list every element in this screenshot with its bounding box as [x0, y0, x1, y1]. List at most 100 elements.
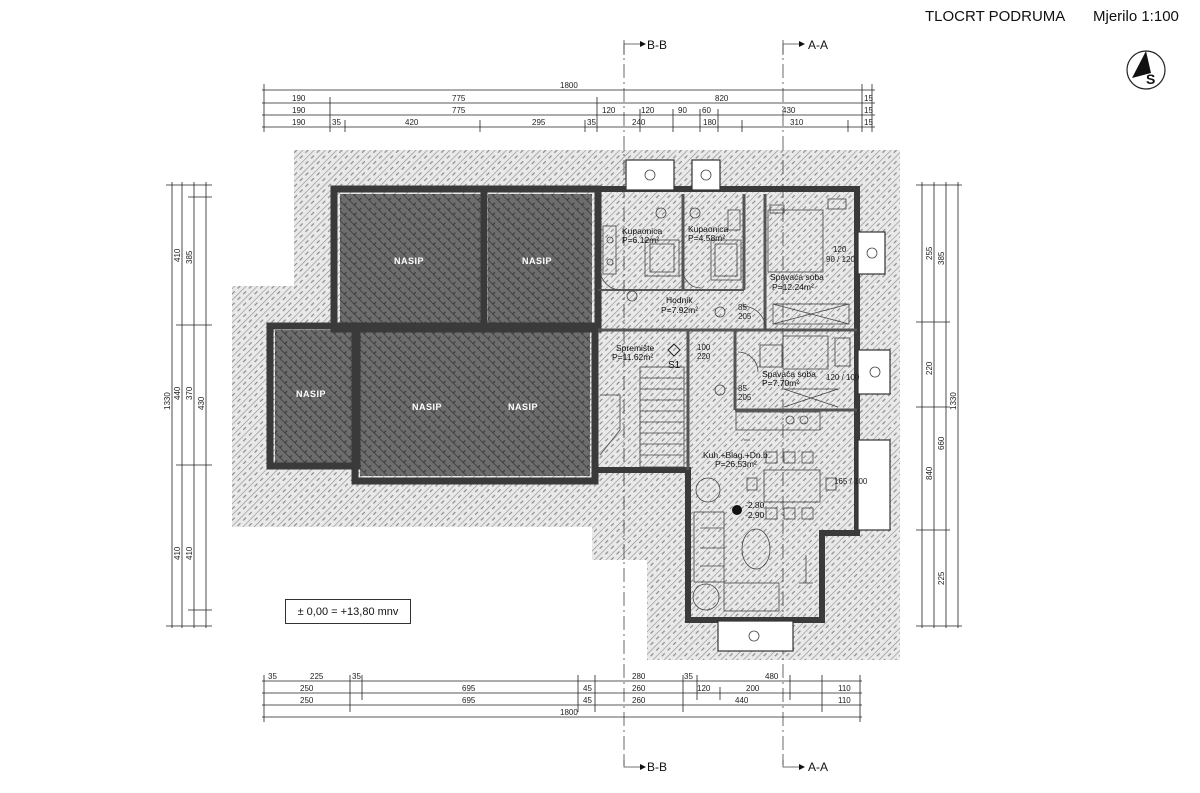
room-kupaonica-2-name: Kupaonica	[688, 224, 728, 234]
dim-left-c2-3: 410	[173, 546, 182, 560]
dim-bot-r2-1: 250	[300, 684, 314, 693]
room-kupaonica-1-area: P=6.12m²	[622, 235, 659, 245]
dim-top-r4-7: 180	[703, 118, 717, 127]
section-lines	[623, 40, 805, 770]
dim-right-c3-1: 385	[937, 251, 946, 265]
dim-top-r3-5: 90	[678, 106, 687, 115]
dim-right-c2-2: 220	[925, 361, 934, 375]
door-dim-2: 220	[697, 352, 711, 361]
bottom-dimensions	[262, 675, 862, 722]
top-dimensions	[262, 84, 875, 132]
door-dim-6: 205	[738, 393, 752, 402]
level-a: -2.80	[745, 500, 765, 510]
dim-top-r4-3: 420	[405, 118, 419, 127]
door-dim-1: 100	[697, 343, 711, 352]
room-hodnik-name: Hodnik	[666, 295, 693, 305]
dim-top-r4-8: 310	[790, 118, 804, 127]
door-dim-5: 85	[738, 384, 747, 393]
dim-top-r3-7: 430	[782, 106, 796, 115]
room-spavaca-2-area: P=7.70m²	[762, 378, 799, 388]
section-aa-top: A-A	[808, 38, 828, 52]
window-dim-4: 165 / 100	[834, 477, 868, 486]
dim-right-c3-3: 225	[937, 571, 946, 585]
dim-bot-r2-2: 695	[462, 684, 476, 693]
nasip-label-4: NASIP	[412, 402, 442, 412]
dim-top-r3-1: 190	[292, 106, 306, 115]
room-kuhinja-name: Kuh.+Blag.+Dn.b.	[703, 450, 770, 460]
room-kupaonica-1-name: Kupaonica	[622, 226, 662, 236]
nasip-label-3: NASIP	[296, 389, 326, 399]
dim-bot-r1-5: 35	[684, 672, 693, 681]
dim-bot-r3-4: 260	[632, 696, 646, 705]
elevation-reference: ± 0,00 = +13,80 mnv	[285, 599, 411, 624]
dim-bot-r1-3: 35	[352, 672, 361, 681]
dim-top-r2-2: 775	[452, 94, 466, 103]
dim-left-c3-1: 385	[185, 250, 194, 264]
dim-right-c3-2: 660	[937, 436, 946, 450]
room-hodnik-area: P=7.92m²	[661, 305, 698, 315]
dim-bot-r3-6: 110	[838, 696, 851, 705]
left-dimensions	[166, 182, 212, 628]
dim-top-r2-1: 190	[292, 94, 306, 103]
section-aa-bottom: A-A	[808, 760, 828, 774]
room-spavaca-2-name: Spavaća soba	[762, 369, 816, 379]
dim-bot-r3-1: 250	[300, 696, 314, 705]
dim-bot-r2-3: 45	[583, 684, 592, 693]
dim-right-total: 1330	[949, 392, 958, 410]
section-bb-bottom: B-B	[647, 760, 667, 774]
dim-bot-r3-5: 440	[735, 696, 749, 705]
dim-bot-r2-7: 110	[838, 684, 851, 693]
door-dim-4: 205	[738, 312, 752, 321]
dim-top-r3-3: 120	[602, 106, 616, 115]
plan-scale: Mjerilo 1:100	[1093, 8, 1179, 25]
room-spremiste-area: P=11.62m²	[612, 352, 653, 362]
nasip-label-2: NASIP	[522, 256, 552, 266]
svg-text:S: S	[1146, 71, 1155, 87]
dim-left-c3-3: 410	[185, 546, 194, 560]
dim-right-c2-3: 840	[925, 466, 934, 480]
dim-top-r3-8: 15	[864, 106, 873, 115]
room-spavaca-1-area: P=12.24m²	[772, 282, 814, 292]
room-kupaonica-2-area: P=4.58m²	[688, 233, 725, 243]
dim-bot-r1-6: 480	[765, 672, 779, 681]
plan-title: TLOCRT PODRUMA	[925, 8, 1065, 25]
dim-top-r4-6: 240	[632, 118, 646, 127]
dim-bot-r3-2: 695	[462, 696, 476, 705]
window-dim-2: 90 / 120	[826, 255, 855, 264]
window-dim-1: 120	[833, 245, 847, 254]
room-spremiste-name: Spremište	[616, 343, 655, 353]
dim-bot-r1-1: 35	[268, 672, 277, 681]
nasip-label-5: NASIP	[508, 402, 538, 412]
dim-top-r4-9: 15	[864, 118, 873, 127]
dim-top-r4-4: 295	[532, 118, 546, 127]
dim-top-r4-5: 35	[587, 118, 596, 127]
window-dim-3: 120 / 100	[826, 373, 860, 382]
room-kuhinja-area: P=26.53m²	[715, 459, 757, 469]
dim-bot-r1-4: 280	[632, 672, 646, 681]
dim-left-c4-1: 430	[197, 396, 206, 410]
north-arrow-icon: S	[1126, 50, 1166, 90]
dim-left-c3-2: 370	[185, 386, 194, 400]
dim-bot-r2-6: 200	[746, 684, 760, 693]
dim-top-r3-4: 120	[641, 106, 655, 115]
dim-bot-total: 1800	[560, 708, 578, 717]
dim-bot-r3-3: 45	[583, 696, 592, 705]
dim-left-total: 1330	[163, 392, 172, 410]
dim-top-r2-3: 820	[715, 94, 729, 103]
stair-label: S1	[668, 360, 681, 371]
dim-top-r3-2: 775	[452, 106, 466, 115]
dim-bot-r1-2: 225	[310, 672, 324, 681]
dim-top-r3-6: 60	[702, 106, 711, 115]
section-bb-top: B-B	[647, 38, 667, 52]
dim-bot-r2-4: 260	[632, 684, 646, 693]
dim-bot-r2-5: 120	[697, 684, 711, 693]
dim-left-c2-1: 410	[173, 248, 182, 262]
dim-top-r4-1: 190	[292, 118, 306, 127]
building-walls	[266, 159, 891, 652]
dim-right-c2-1: 255	[925, 246, 934, 260]
door-dim-3: 85	[738, 303, 747, 312]
dim-top-edge: 15	[864, 94, 873, 103]
nasip-label-1: NASIP	[394, 256, 424, 266]
dim-top-total: 1800	[560, 81, 578, 90]
